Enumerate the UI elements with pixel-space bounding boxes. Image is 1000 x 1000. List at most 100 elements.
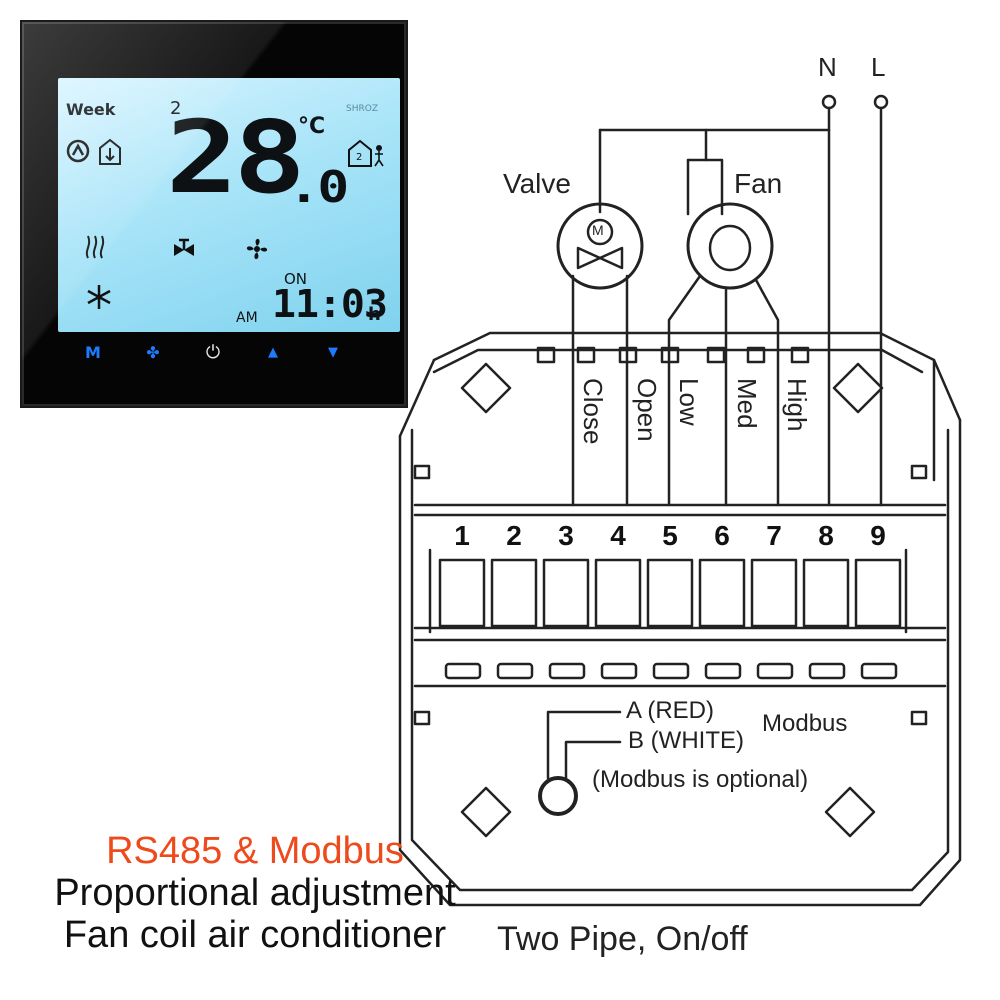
temperature-value: 28 xyxy=(166,99,306,216)
l-terminal-label: L xyxy=(871,52,886,82)
top-slot xyxy=(536,346,556,364)
screw-cell xyxy=(542,558,590,628)
screw-cell xyxy=(438,558,486,628)
caption-proportional: Proportional adjustment xyxy=(54,872,456,914)
caption-rs485: RS485 & Modbus xyxy=(106,830,404,872)
hour-unit: h xyxy=(368,304,381,325)
screw-cell xyxy=(802,558,850,628)
contact-pad xyxy=(808,662,846,680)
med-label: Med xyxy=(732,378,762,429)
fan-status-icon xyxy=(246,238,268,260)
contact-pad xyxy=(860,662,898,680)
housing-outer-outline xyxy=(398,418,962,907)
valve-motor-label: M xyxy=(592,222,604,238)
terminal-number-7: 7 xyxy=(766,520,782,551)
screw-cell xyxy=(854,558,902,628)
contact-pad xyxy=(756,662,794,680)
contact-pad xyxy=(548,662,586,680)
fan-rotor xyxy=(708,224,752,272)
valve-status-icon xyxy=(174,238,194,256)
low-wire xyxy=(667,274,702,507)
modbus-a-wire xyxy=(546,710,622,780)
terminal-block-top xyxy=(413,503,947,517)
heat-icon xyxy=(85,235,105,259)
am-pm: AM xyxy=(236,310,258,326)
fan-button[interactable]: ✤ xyxy=(146,343,160,362)
top-slot xyxy=(576,346,596,364)
contact-pad xyxy=(496,662,534,680)
n-terminal-label: N xyxy=(818,52,837,82)
l-terminal-circle xyxy=(873,94,889,110)
power-button[interactable]: ⏻ xyxy=(205,342,221,363)
clip-top-right xyxy=(832,362,884,414)
n-terminal-circle xyxy=(821,94,837,110)
auto-mode-icon xyxy=(66,138,121,165)
top-slot xyxy=(618,346,638,364)
screw-cell xyxy=(750,558,798,628)
schedule-home-icon: 2 xyxy=(348,139,384,167)
lcd-display: Week 2 SHROZ 2 28 .0 °C xyxy=(58,78,400,332)
low-label: Low xyxy=(674,378,704,426)
mode-button[interactable]: M xyxy=(85,343,101,362)
valve-symbol xyxy=(576,246,624,270)
terminal-number-4: 4 xyxy=(610,520,626,551)
side-notch xyxy=(413,464,431,480)
down-button[interactable]: ▼ xyxy=(328,345,338,360)
clip-top-left xyxy=(460,362,512,414)
contact-pad xyxy=(444,662,482,680)
brand-mark: SHROZ xyxy=(346,104,378,114)
close-label: Close xyxy=(578,378,608,445)
open-label: Open xyxy=(632,378,662,442)
top-slot xyxy=(706,346,726,364)
temperature-unit: °C xyxy=(298,114,326,139)
diagram-footer: Two Pipe, On/off xyxy=(497,920,748,958)
side-notch xyxy=(910,710,928,726)
terminal-number-9: 9 xyxy=(870,520,886,551)
contact-pad xyxy=(600,662,638,680)
housing-inner-top xyxy=(432,348,924,374)
valve-motor-circle xyxy=(586,218,614,246)
terminal-number-6: 6 xyxy=(714,520,730,551)
terminal-number-3: 3 xyxy=(558,520,574,551)
fan-housing-top xyxy=(686,158,724,216)
terminal-number-1: 1 xyxy=(454,520,470,551)
temperature-decimal: .0 xyxy=(288,162,349,213)
terminal-block-bottom xyxy=(413,626,947,642)
screw-cell xyxy=(594,558,642,628)
high-label: High xyxy=(782,378,812,432)
modbus-title: Modbus xyxy=(762,710,848,737)
modbus-b-label: B (WHITE) xyxy=(628,727,744,754)
contact-pad xyxy=(704,662,742,680)
snowflake-icon xyxy=(87,285,111,309)
on-status: ON xyxy=(284,270,308,288)
housing-top-outline xyxy=(432,331,936,482)
side-notch xyxy=(910,464,928,480)
clock-time: 11:03 xyxy=(272,282,388,326)
housing-inner-outline xyxy=(410,428,950,892)
svg-text:2: 2 xyxy=(356,152,362,163)
modbus-note: (Modbus is optional) xyxy=(592,766,809,793)
terminal-number-5: 5 xyxy=(662,520,678,551)
housing-corners xyxy=(398,358,962,438)
side-notch xyxy=(413,710,431,726)
top-slot xyxy=(790,346,810,364)
clip-bottom-left xyxy=(460,786,512,838)
modbus-b-wire xyxy=(564,740,622,780)
week-day: 2 xyxy=(170,98,182,119)
contact-pad xyxy=(652,662,690,680)
week-label: Week xyxy=(66,100,116,119)
fan-housing-circle xyxy=(686,202,774,290)
modbus-a-label: A (RED) xyxy=(626,697,715,724)
terminal-block-sides xyxy=(428,548,908,634)
clip-bottom-right xyxy=(824,786,876,838)
terminal-number-2: 2 xyxy=(506,520,522,551)
fan-label: Fan xyxy=(734,168,783,199)
up-button[interactable]: ▲ xyxy=(268,345,278,360)
terminal-number-8: 8 xyxy=(818,520,834,551)
screw-cell xyxy=(646,558,694,628)
caption-fan-coil: Fan coil air conditioner xyxy=(63,914,447,956)
modbus-port xyxy=(538,776,578,816)
screw-cell xyxy=(698,558,746,628)
high-wire xyxy=(754,278,780,507)
